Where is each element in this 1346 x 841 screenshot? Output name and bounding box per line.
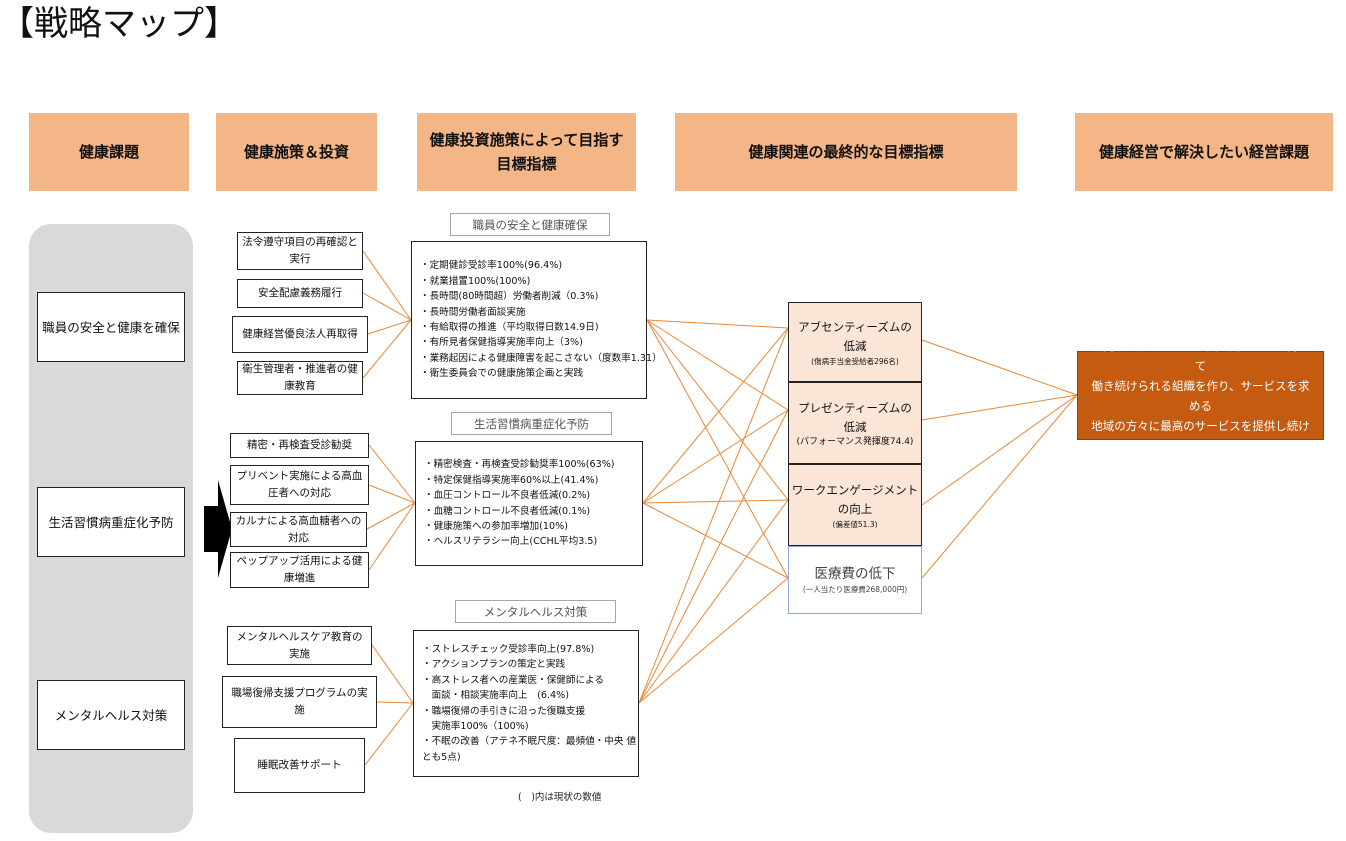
indicator-item: ・定期健診受診率100%(96.4%) [420,260,563,272]
connector-line [364,702,414,766]
header-measures: 健康施策＆投資 [216,113,377,191]
indicator-item: ・不眠の改善（アテネ不眠尺度：最頻値・中央 値 [422,736,637,748]
indicator-item: ・有給取得の推進（平均取得日数14.9日) [420,322,599,333]
goal-line: 働き続けられる組織を作り、サービスを求める [1091,378,1310,413]
connector-line [642,327,789,504]
measure-reexam: 精密・再検査受診勧奨 [230,433,369,458]
connector-line [646,319,789,329]
issue-lifestyle: 生活習慣病重症化予防 [37,487,185,557]
header-health-issues: 健康課題 [29,113,189,191]
measure-sleep-support: 睡眠改善サポート [234,738,365,793]
connector-line [646,319,789,579]
connector-line [376,701,414,704]
indicator-item: ・職場復帰の手引きに沿った復職支援 [422,705,586,717]
connector-line [362,319,412,379]
indicator-item: ・特定保健指導実施率60%以上(41.4%) [424,474,599,486]
indicator-item: ・業務起因による健康障害を起こさない（度数率1.31） [420,352,662,364]
issue-mental: メンタルヘルス対策 [37,680,185,750]
connector-line [642,499,789,504]
connector-line [368,484,416,504]
indicator-box-safety: ・定期健診受診率100%(96.4%) ・就業措置100%(100%) ・長時間… [411,241,662,399]
connector-line [921,394,1078,421]
final-title-line: プレゼンティーズムの [798,400,912,415]
measure-return-to-work: 職場復帰支援プログラムの実施 [222,676,377,728]
current-values-note: ( )内は現状の数値 [518,792,602,803]
connector-line [642,409,789,504]
business-goal: 仲間を大切に、長く元気に働きがいを持って 働き続けられる組織を作り、サービスを求… [1077,339,1324,453]
measure-hygiene-education: 衛生管理者・推進者の健康教育 [237,361,363,395]
indicator-item: ・アクションプランの策定と実践 [422,659,566,671]
indicator-label-lifestyle: 生活習慣病重症化予防 [451,412,612,435]
indicator-label-mental: メンタルヘルス対策 [455,600,616,623]
measure-safety-duty: 安全配慮義務履行 [237,279,363,308]
indicator-item: ・長時間(80時間超）労働者削減（0.3%) [420,291,599,303]
final-current-value: (パフォーマンス発揮度74.4) [796,436,914,447]
final-title-line: 低減 [843,419,867,434]
indicator-box-mental: ・ストレスチェック受診率向上(97.8%) ・アクションプランの策定と実践 ・高… [413,630,639,777]
final-title-line: の向上 [837,501,873,516]
indicator-item: ・高ストレス者への産業医・保健師による [422,674,604,686]
final-work-engagement: ワークエンゲージメント の向上 (偏差値51.3) [788,464,922,546]
indicator-box-lifestyle: ・精密検査・再検査受診勧奨率100%(63%) ・特定保健指導実施率60%以上(… [415,441,643,566]
right-arrow-icon [204,480,232,578]
final-absenteeism: アブセンティーズムの 低減 (傷病手当金受給者296名) [788,302,922,382]
final-title-line: アブセンティーズムの [798,319,912,334]
connector-line [362,250,412,321]
final-current-value: (一人当たり医療費268,000円) [802,585,908,594]
indicator-item: ・衛生委員会での健康施策企画と実践 [420,368,584,380]
connector-line [367,319,412,335]
connector-line [371,644,414,704]
final-title-line: 医療費の低下 [814,566,896,582]
connector-line [638,327,789,704]
indicator-item: 面談・相談実施率向上 (6.4%) [422,690,569,702]
header-final-indicators: 健康関連の最終的な目標指標 [675,113,1017,191]
measure-karuna-diabetes: カルナによる高血糖者への対応 [230,512,367,547]
connector-line [368,502,416,571]
measure-law-compliance: 法令遵守項目の再確認と実行 [237,232,363,270]
connector-line [646,319,789,501]
header-business-issues: 健康経営で解決したい経営課題 [1075,113,1333,191]
connector-line [638,577,789,704]
indicator-item: とも5点) [422,751,461,763]
indicator-item: ・長時間労働者面談実施 [420,306,526,318]
indicator-item: ・血圧コントロール不良者低減(0.2%) [424,490,591,502]
connector-line [638,409,789,704]
indicator-item: ・有所見者保健指導実施率向上（3%) [420,337,583,349]
header-target-indicators: 健康投資施策によって目指す目標指標 [417,113,636,191]
connector-line [362,292,412,321]
page-title: 【戦略マップ】 [0,4,238,44]
connector-line [642,502,789,579]
measure-certification: 健康経営優良法人再取得 [232,316,368,353]
connector-line [921,394,1078,506]
indicator-item: 実施率100%（100%) [422,720,529,732]
final-presenteeism: プレゼンティーズムの 低減 (パフォーマンス発揮度74.4) [788,382,922,464]
measure-mental-education: メンタルヘルスケア教育の実施 [227,626,372,665]
connector-line [366,502,416,530]
final-title-line: 低減 [843,338,867,353]
connector-line [638,499,789,704]
indicator-item: ・ストレスチェック受診率向上(97.8%) [422,643,595,655]
connector-line [368,444,416,504]
goal-line: 地域の方々に最高のサービスを提供し続ける [1091,418,1310,453]
connector-line [921,394,1078,579]
indicator-item: ・精密検査・再検査受診勧奨率100%(63%) [424,459,615,471]
indicator-item: ・就業措置100%(100%) [420,275,531,287]
connector-line [646,319,789,411]
final-title-line: ワークエンゲージメント [791,482,919,497]
connector-line [921,339,1078,396]
indicator-item: ・血糖コントロール不良者低減(0.1%) [424,505,591,517]
goal-line: 仲間を大切に、長く元気に働きがいを持って [1091,338,1310,373]
indicator-label-safety: 職員の安全と健康確保 [450,213,610,236]
measure-pepup: ペップアップ活用による健康増進 [230,552,369,588]
issue-safety: 職員の安全と健康を確保 [37,292,185,362]
indicator-item: ・健康施策への参加率増加(10%) [424,520,568,532]
final-current-value: (傷病手当金受給者296名) [811,356,899,366]
measure-prevent-hypertension: プリベント実施による高血圧者への対応 [230,465,369,505]
final-current-value: (偏差値51.3) [832,519,878,529]
indicator-item: ・ヘルスリテラシー向上(CCHL平均3.5) [424,536,598,548]
final-medical-cost: 医療費の低下 (一人当たり医療費268,000円) [788,546,922,614]
